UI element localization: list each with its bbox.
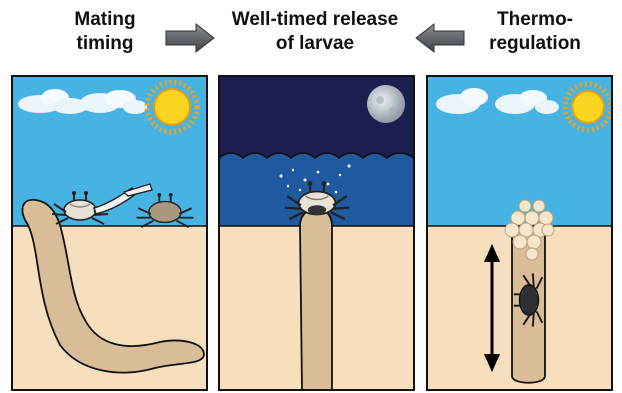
moon-icon [367, 85, 405, 123]
panel-mating [12, 76, 207, 390]
burrow-icon [300, 208, 332, 390]
panel-thermoregulation [427, 76, 612, 390]
panel-larvae-release [219, 76, 414, 390]
arrow-right-icon [166, 24, 214, 52]
arrow-left-icon [416, 24, 464, 52]
